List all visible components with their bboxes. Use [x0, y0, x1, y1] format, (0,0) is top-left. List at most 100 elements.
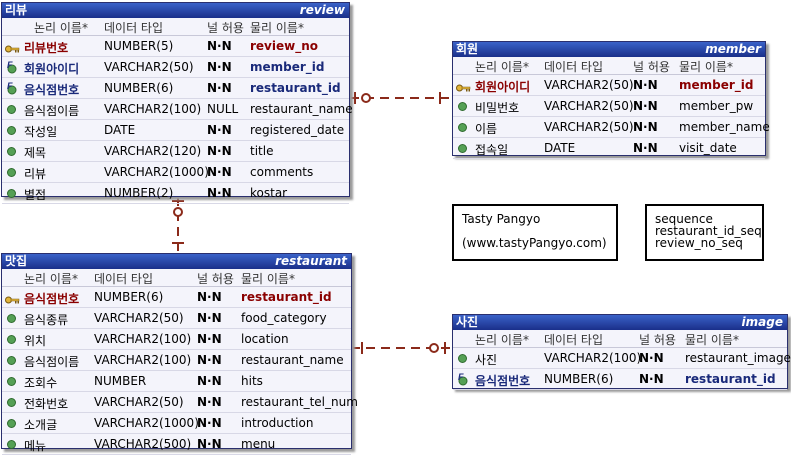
attribute-nullable: N·N — [633, 78, 658, 92]
entity-member[interactable]: 회원 member 논리 이름* 데이터 타입 널 허용 물리 이름* 회원아이… — [452, 41, 770, 159]
attribute-physical-name: hits — [241, 374, 263, 388]
header-physical: 물리 이름* — [685, 333, 739, 347]
entity-logical-name: 회원 — [456, 42, 479, 56]
attribute-logical-name: 음식점이름 — [24, 355, 80, 369]
attribute-icon — [458, 144, 467, 153]
attribute-icon — [7, 126, 16, 135]
attribute-physical-name: location — [241, 332, 289, 346]
attribute-nullable: N·N — [197, 332, 222, 346]
sequence-note[interactable]: sequence restaurant_id_seq review_no_seq — [645, 204, 764, 261]
attribute-type: VARCHAR2(50) — [544, 78, 634, 92]
attribute-type: VARCHAR2(500) — [94, 437, 192, 451]
entity-physical-name: review — [299, 3, 345, 17]
attribute-physical-name: visit_date — [679, 141, 737, 155]
svg-text:F: F — [7, 60, 13, 70]
attribute-logical-name: 접속일 — [475, 143, 509, 157]
attribute-type: VARCHAR2(100) — [94, 353, 192, 367]
attribute-logical-name: 작성일 — [24, 125, 58, 139]
project-note[interactable]: Tasty Pangyo (www.tastyPangyo.com) — [452, 204, 618, 261]
attribute-nullable: N·N — [633, 120, 658, 134]
attribute-type: DATE — [544, 141, 576, 155]
attribute-type: VARCHAR2(1000) — [94, 416, 199, 430]
attribute-icon — [7, 147, 16, 156]
attribute-nullable: N·N — [197, 437, 222, 451]
column-header: 논리 이름* 데이터 타입 널 허용 물리 이름* — [453, 330, 787, 348]
attribute-physical-name: food_category — [241, 311, 327, 325]
attribute-physical-name: menu — [241, 437, 276, 451]
attribute-logical-name: 리뷰 — [24, 167, 47, 181]
attribute-icon — [7, 419, 16, 428]
column-header: 논리 이름* 데이터 타입 널 허용 물리 이름* — [2, 18, 349, 36]
attribute-physical-name: restaurant_image — [685, 351, 791, 365]
attribute-logical-name: 소개글 — [24, 418, 58, 432]
attribute-icon — [7, 356, 16, 365]
header-logical: 논리 이름* — [475, 333, 529, 347]
attribute-type: VARCHAR2(50) — [94, 395, 184, 409]
attribute-logical-name: 음식점번호 — [24, 83, 80, 97]
header-nullable: 널 허용 — [633, 60, 670, 74]
attribute-physical-name: comments — [250, 165, 314, 179]
attribute-physical-name: member_id — [679, 78, 754, 92]
attribute-type: NUMBER(2) — [104, 186, 174, 200]
attribute-nullable: N·N — [207, 39, 232, 53]
attribute-logical-name: 리뷰번호 — [24, 41, 69, 55]
foreign-key-icon: F — [457, 372, 469, 386]
entity-title-bar[interactable]: 리뷰 review — [2, 3, 349, 18]
attribute-physical-name: review_no — [250, 39, 319, 53]
header-physical: 물리 이름* — [241, 272, 295, 286]
attribute-logical-name: 음식종류 — [24, 313, 69, 327]
attribute-logical-name: 제목 — [24, 146, 47, 160]
attribute-physical-name: kostar — [250, 186, 288, 200]
foreign-key-icon: F — [6, 81, 18, 95]
attribute-nullable: N·N — [197, 395, 222, 409]
attribute-logical-name: 사진 — [475, 353, 498, 367]
attribute-type: VARCHAR2(50) — [104, 60, 194, 74]
attribute-icon — [458, 102, 467, 111]
attribute-physical-name: introduction — [241, 416, 314, 430]
primary-key-row[interactable]: 회원아이디 VARCHAR2(50)N·N member_id — [453, 75, 765, 96]
attribute-nullable: N·N — [207, 81, 232, 95]
attribute-physical-name: registered_date — [250, 123, 345, 137]
entity-title-bar[interactable]: 회원 member — [453, 42, 765, 57]
attribute-logical-name: 전화번호 — [24, 397, 69, 411]
attribute-logical-name: 회원아이디 — [24, 62, 80, 76]
note-line: sequence — [655, 212, 713, 226]
svg-text:F: F — [7, 81, 13, 91]
entity-title-bar[interactable]: 사진 image — [453, 315, 787, 330]
entity-title-bar[interactable]: 맛집 restaurant — [2, 254, 351, 269]
entity-review[interactable]: 리뷰 review 논리 이름* 데이터 타입 널 허용 물리 이름* 리뷰번호… — [1, 2, 353, 204]
attribute-icon — [7, 189, 16, 198]
attribute-icon — [7, 398, 16, 407]
attribute-physical-name: title — [250, 144, 274, 158]
attribute-physical-name: member_pw — [679, 99, 754, 113]
entity-physical-name: restaurant — [275, 254, 347, 268]
entity-restaurant[interactable]: 맛집 restaurant 논리 이름* 데이터 타입 널 허용 물리 이름* … — [1, 253, 358, 455]
attribute-logical-name: 이름 — [475, 122, 498, 136]
attribute-logical-name: 회원아이디 — [475, 80, 531, 94]
